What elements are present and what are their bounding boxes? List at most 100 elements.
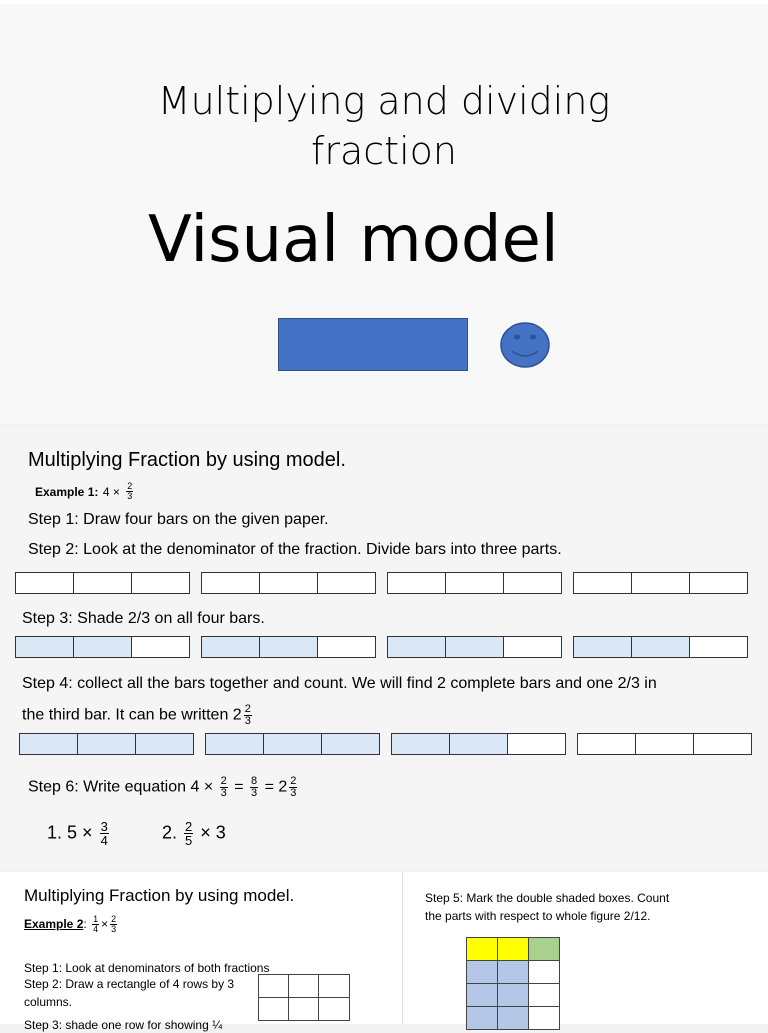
- bar-part: [690, 573, 747, 593]
- grid-cell-blue: [467, 961, 498, 984]
- bar-part: [318, 637, 375, 657]
- step3-text: Step 3: Shade 2/3 on all four bars.: [22, 610, 265, 627]
- fraction-bar: [205, 733, 380, 755]
- bar-part: [508, 734, 565, 754]
- step2-text: Step 2: Look at the denominator of the f…: [28, 541, 562, 558]
- example2-slide: Multiplying Fraction by using model. Exa…: [0, 872, 768, 1032]
- section-heading: Multiplying Fraction by using model.: [28, 449, 346, 471]
- bar-part: [388, 573, 446, 593]
- grid-cell-green: [529, 938, 560, 961]
- example1-whole: 4 ×: [102, 485, 120, 499]
- example1-slide: Multiplying Fraction by using model. Exa…: [0, 428, 768, 868]
- bar-part: [636, 734, 694, 754]
- empty-rectangle-grid: [258, 974, 350, 1021]
- shaded-part: [260, 637, 318, 657]
- bar-part: [16, 573, 74, 593]
- grid-cell: [319, 998, 350, 1021]
- blue-rectangle: [278, 318, 468, 371]
- bar-part: [578, 734, 636, 754]
- step1-text: Step 1: Draw four bars on the given pape…: [28, 511, 329, 528]
- bar-part: [132, 637, 189, 657]
- grid-cell: [289, 998, 319, 1021]
- example2-label: Example 2: [24, 917, 84, 931]
- fraction-bar: [19, 733, 194, 755]
- top-strip: [0, 0, 768, 4]
- bar-part: [446, 573, 504, 593]
- grid-cell-blue: [467, 984, 498, 1007]
- bar-part: [632, 573, 690, 593]
- slide-subtitle: Visual model: [148, 203, 559, 277]
- bar-part: [318, 573, 375, 593]
- bar-part: [504, 573, 561, 593]
- grid-cell-white: [529, 1007, 560, 1030]
- grid-cell-blue: [498, 984, 529, 1007]
- fraction-bar: [201, 636, 376, 658]
- grid-cell: [319, 975, 350, 998]
- fraction-bar: [577, 733, 752, 755]
- example2-heading: Multiplying Fraction by using model.: [24, 886, 295, 905]
- shaded-part: [632, 637, 690, 657]
- shaded-part: [16, 637, 74, 657]
- example1-label: Example 1:: [35, 485, 99, 499]
- grid-cell: [259, 975, 289, 998]
- title-slide: Multiplying and dividing fraction Visual…: [0, 4, 768, 424]
- column-divider: [402, 872, 403, 1024]
- fraction-bar: [573, 572, 748, 594]
- bar-part: [202, 573, 260, 593]
- bar-part: [574, 573, 632, 593]
- grid-cell-yellow: [467, 938, 498, 961]
- example2-step2-line1: Step 2: Draw a rectangle of 4 rows by 3: [24, 977, 235, 991]
- bar-part: [690, 637, 747, 657]
- fraction-bar: [573, 636, 748, 658]
- step5-line2: the parts with respect to whole figure 2…: [425, 909, 651, 923]
- shaded-part: [206, 734, 264, 754]
- grid-cell-blue: [498, 1007, 529, 1030]
- shaded-part: [20, 734, 78, 754]
- shaded-part: [264, 734, 322, 754]
- example2-step3: Step 3: shade one row for showing ¼: [24, 1018, 223, 1032]
- bar-part: [132, 573, 189, 593]
- grid-cell-white: [529, 984, 560, 1007]
- grid-cell-white: [529, 961, 560, 984]
- example2-step1: Step 1: Look at denominators of both fra…: [24, 961, 270, 975]
- shaded-part: [446, 637, 504, 657]
- fraction-bar: [15, 572, 190, 594]
- grid-cell-yellow: [498, 938, 529, 961]
- shaded-part: [136, 734, 193, 754]
- grid-cell: [289, 975, 319, 998]
- shaded-part: [392, 734, 450, 754]
- slide-title-line1: Multiplying and dividing: [157, 79, 611, 123]
- example2-step2-line2: columns.: [24, 995, 73, 1009]
- fraction-bar: [387, 636, 562, 658]
- grid-cell-blue: [467, 1007, 498, 1030]
- shaded-part: [322, 734, 379, 754]
- step4-text-line1: Step 4: collect all the bars together an…: [22, 675, 657, 692]
- bar-part: [74, 573, 132, 593]
- bar-part: [504, 637, 561, 657]
- fraction-bar: [15, 636, 190, 658]
- grid-cell-blue: [498, 961, 529, 984]
- shaded-part: [74, 637, 132, 657]
- shaded-part: [78, 734, 136, 754]
- fraction-bar: [387, 572, 562, 594]
- shaded-part: [202, 637, 260, 657]
- shaded-part: [450, 734, 508, 754]
- bar-part: [260, 573, 318, 593]
- shaded-part: [574, 637, 632, 657]
- smiley-face-icon: [500, 322, 550, 368]
- fraction-bar: [391, 733, 566, 755]
- shaded-grid: [466, 937, 560, 1030]
- step5-line1: Step 5: Mark the double shaded boxes. Co…: [425, 891, 670, 905]
- fraction-bar: [201, 572, 376, 594]
- grid-cell: [259, 998, 289, 1021]
- slide-title-line2: fraction: [311, 129, 457, 173]
- bar-part: [694, 734, 751, 754]
